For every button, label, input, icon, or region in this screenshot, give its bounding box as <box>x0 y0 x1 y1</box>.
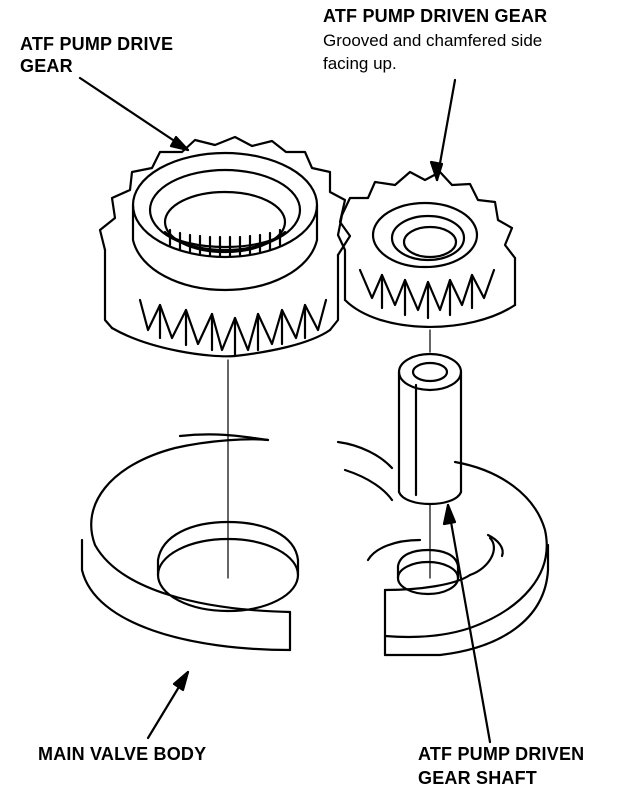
leader-main-valve-body <box>146 670 190 740</box>
label-shaft-line1: ATF PUMP DRIVEN <box>418 744 585 764</box>
leader-shaft <box>442 503 492 744</box>
label-main-valve-body: MAIN VALVE BODY <box>38 744 207 764</box>
label-driven-gear-note-line2: facing up. <box>323 54 397 73</box>
driven-gear-shaft-shape <box>397 352 463 506</box>
drive-gear-shape <box>98 135 352 358</box>
label-driven-gear-title: ATF PUMP DRIVEN GEAR <box>323 6 548 26</box>
driven-gear-shape <box>336 170 517 328</box>
label-driven-gear-note-line1: Grooved and chamfered side <box>323 31 543 50</box>
alignment-lines <box>227 329 431 579</box>
main-valve-body-shape <box>80 433 550 657</box>
leader-drive-gear <box>78 76 190 152</box>
label-drive-gear-line1: ATF PUMP DRIVE <box>20 34 174 54</box>
leader-driven-gear <box>429 78 457 182</box>
label-shaft-line2: GEAR SHAFT <box>418 768 537 788</box>
label-drive-gear-line2: GEAR <box>20 56 73 76</box>
